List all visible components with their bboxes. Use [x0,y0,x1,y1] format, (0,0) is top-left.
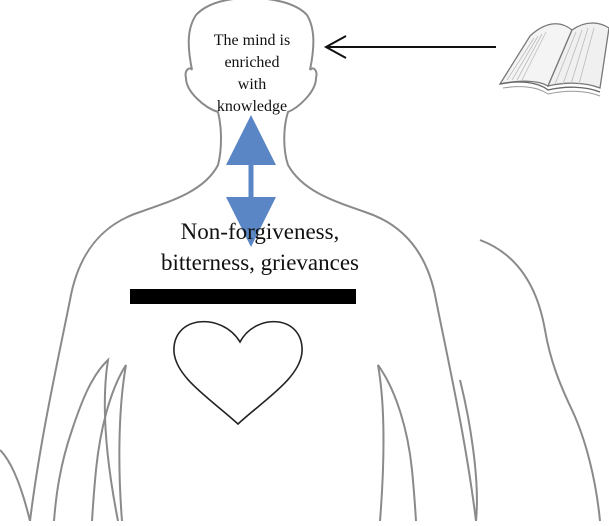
head-caption-line-4: knowledge [190,96,314,118]
chest-caption-line-2: bitterness, grievances [140,247,380,278]
head-caption-line-3: with [190,74,314,96]
open-book-icon [500,23,609,96]
chest-caption: Non-forgiveness, bitterness, grievances [140,216,380,278]
head-caption-line-1: The mind is [190,30,314,52]
right-arm-inner-outline [378,365,416,521]
left-arm-inner-outline [92,365,126,521]
head-caption-line-2: enriched [190,52,314,74]
heart-outline-icon [174,322,302,424]
head-caption: The mind is enriched with knowledge [190,30,314,118]
barrier-bar [130,289,356,304]
chest-caption-line-1: Non-forgiveness, [140,216,380,247]
right-arm-far-outline [480,240,600,521]
right-arm-outer-outline [460,380,477,521]
left-arm-outer-outline [0,450,30,521]
